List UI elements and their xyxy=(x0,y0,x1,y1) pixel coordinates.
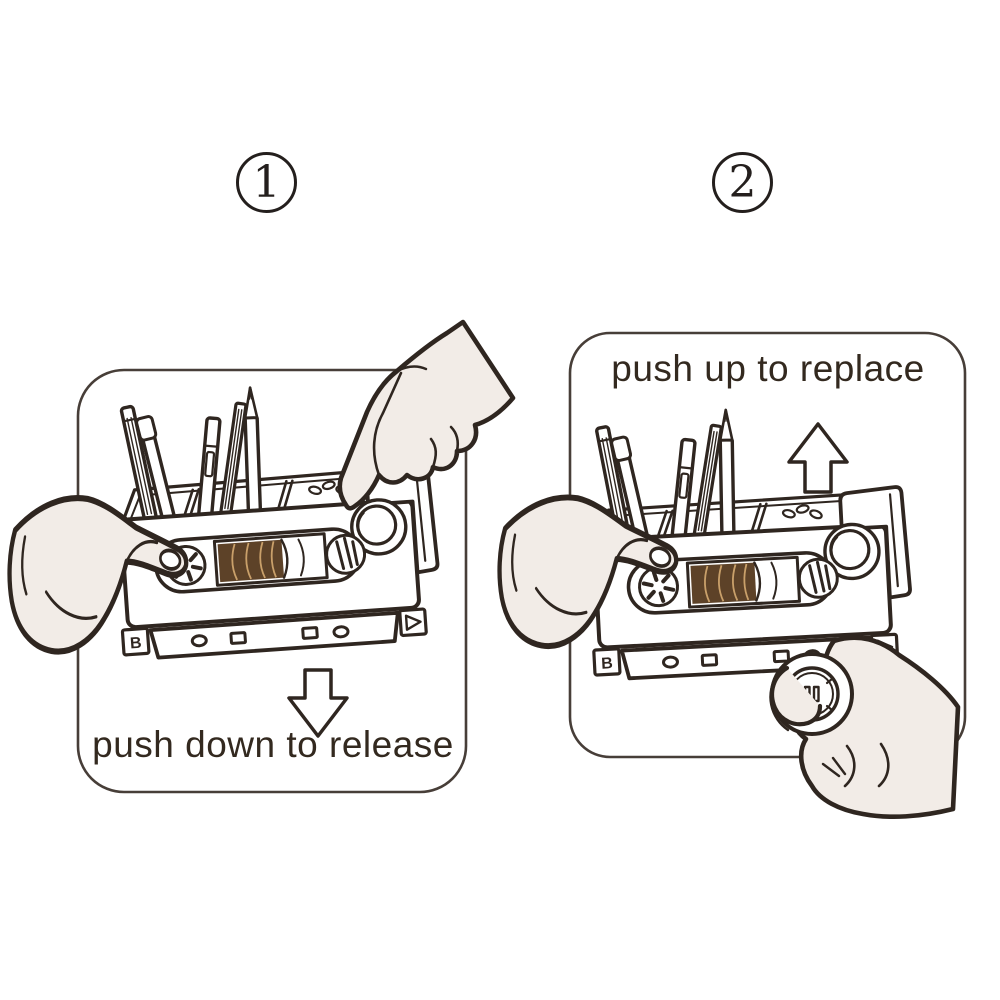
pointing-hand xyxy=(337,319,516,511)
step-2-panel xyxy=(500,331,967,820)
replacing-hand-group xyxy=(769,635,961,820)
step-1-number-text: 1 xyxy=(252,156,281,208)
arrow-down-icon xyxy=(287,668,349,738)
curled-finger xyxy=(769,665,823,727)
step-1-panel xyxy=(10,319,516,794)
step-1-caption: push down to release xyxy=(92,724,454,765)
step-1-number: 1 xyxy=(236,152,297,213)
step-2-number-text: 2 xyxy=(728,156,757,208)
step-2-number: 2 xyxy=(712,152,773,213)
step-2-caption: push up to replace xyxy=(611,348,925,389)
arrow-up-icon xyxy=(787,422,849,494)
